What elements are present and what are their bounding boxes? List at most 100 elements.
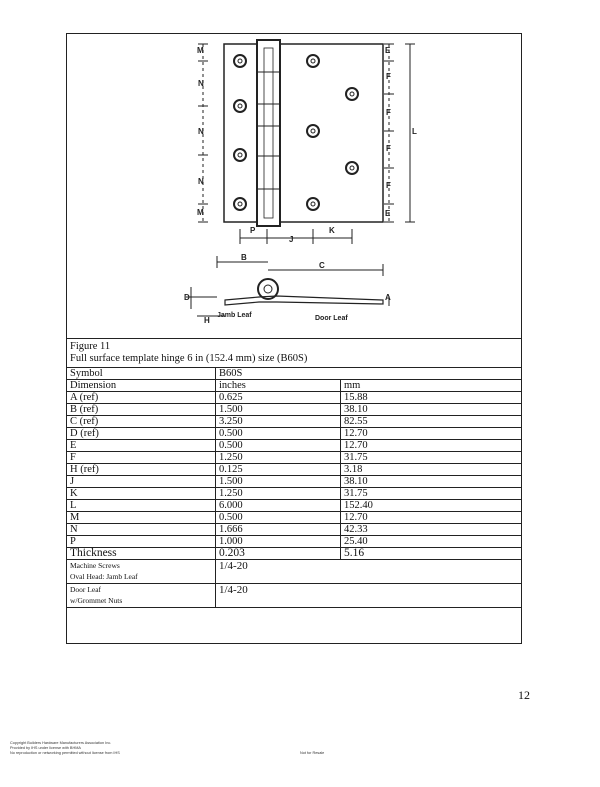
table-cell-inches: 1.500 <box>215 403 341 416</box>
dim-label-j: J <box>289 235 293 244</box>
table-cell-label: C (ref) <box>67 415 216 428</box>
hinge-drawing: M N N N M E F F F F E L P J K B C D H A <box>184 39 417 325</box>
table-cell-inches: 1.250 <box>215 487 341 500</box>
door-holes <box>306 54 359 211</box>
table-cell-inches: 0.500 <box>215 511 341 524</box>
table-cell-mm: 12.70 <box>340 511 521 524</box>
footer-not-for-resale: Not for Resale <box>300 751 325 755</box>
table-cell-inches: 6.000 <box>215 499 341 512</box>
footer-line-3: No reproduction or networking permitted … <box>10 751 120 755</box>
table-cell-mm: 42.33 <box>340 523 521 536</box>
table-cell-mm: 31.75 <box>340 487 521 500</box>
table-cell-mm: 3.18 <box>340 463 521 476</box>
table-cell-label: K <box>67 487 216 500</box>
dim-label-b: B <box>241 253 247 262</box>
jamb-leaf-label: Jamb Leaf <box>217 312 252 319</box>
table-cell-inches: 1.000 <box>215 535 341 548</box>
table-cell-label: J <box>67 475 216 488</box>
dim-label-n-3: N <box>198 177 204 186</box>
table-cell-mm: 15.88 <box>340 391 521 404</box>
footer-line-2: Provided by IHS under license with BHMA <box>10 746 81 750</box>
door-leaf-label-cell: Door Leaf w/Grommet Nuts <box>67 583 216 608</box>
door-leaf-plate <box>279 43 384 223</box>
table-cell-label: H (ref) <box>67 463 216 476</box>
dim-label-n-2: N <box>198 127 204 136</box>
screws-value: 1/4-20 <box>215 559 521 584</box>
hinge-figure: M N N N M E F F F F E L P J K B C D H A <box>67 34 521 339</box>
table-cell-inches: 1.666 <box>215 523 341 536</box>
dim-label-e-top: E <box>385 46 391 55</box>
table-cell-label: D (ref) <box>67 427 216 440</box>
footer-line-1: Copyright Builders Hardware Manufacturer… <box>10 741 112 745</box>
dim-label-c: C <box>319 261 325 270</box>
inches-header: inches <box>215 379 341 392</box>
dim-label-f-4: F <box>386 181 391 190</box>
table-cell-inches: 0.500 <box>215 427 341 440</box>
door-line-2: w/Grommet Nuts <box>70 596 123 605</box>
screws-line-1: Machine Screws <box>70 561 120 570</box>
dim-label-e-bottom: E <box>385 209 391 218</box>
table-cell-mm: 25.40 <box>340 535 521 548</box>
mm-header: mm <box>340 379 521 392</box>
page-number: 12 <box>518 688 530 702</box>
symbol-row: Symbol B60S <box>67 367 521 380</box>
dim-label-k: K <box>329 226 335 235</box>
caption-line-2: Full surface template hinge 6 in (152.4 … <box>70 353 308 364</box>
symbol-value: B60S <box>215 367 521 380</box>
dim-label-a: A <box>385 293 391 302</box>
hinge-barrel <box>256 39 281 227</box>
table-cell-label: P <box>67 535 216 548</box>
table-cell-inches: 0.625 <box>215 391 341 404</box>
symbol-header: Symbol <box>67 367 216 380</box>
barrel-side-view <box>257 278 279 300</box>
dimension-table: Symbol B60S Dimension inches mm A (ref)0… <box>67 367 521 608</box>
table-cell-label: E <box>67 439 216 452</box>
jamb-holes <box>233 54 247 211</box>
table-cell-inches: 1.250 <box>215 451 341 464</box>
table-cell-inches: 1.500 <box>215 475 341 488</box>
table-cell-label: B (ref) <box>67 403 216 416</box>
table-cell-label: N <box>67 523 216 536</box>
dim-label-f-3: F <box>386 144 391 153</box>
table-cell-mm: 38.10 <box>340 475 521 488</box>
door-leaf-row: Door Leaf w/Grommet Nuts 1/4-20 <box>67 583 521 608</box>
dim-label-n-1: N <box>198 79 204 88</box>
dim-label-p: P <box>250 226 256 235</box>
table-cell-mm: 82.55 <box>340 415 521 428</box>
door-leaf-value: 1/4-20 <box>215 583 521 608</box>
table-cell-mm: 12.70 <box>340 439 521 452</box>
table-cell-mm: 38.10 <box>340 403 521 416</box>
jamb-leaf-plate <box>223 43 258 223</box>
table-cell-label: A (ref) <box>67 391 216 404</box>
dim-label-m-bottom: M <box>197 208 204 217</box>
footer-copyright: Copyright Builders Hardware Manufacturer… <box>10 741 120 756</box>
screws-line-2: Oval Head: Jamb Leaf <box>70 572 138 581</box>
table-cell-inches: 0.125 <box>215 463 341 476</box>
table-cell-label: M <box>67 511 216 524</box>
table-cell-mm: 152.40 <box>340 499 521 512</box>
table-cell-label: F <box>67 451 216 464</box>
table-cell-inches: 0.203 <box>215 547 341 560</box>
door-leaf-label: Door Leaf <box>315 315 348 322</box>
dim-label-f-1: F <box>386 72 391 81</box>
table-cell-inches: 3.250 <box>215 415 341 428</box>
dim-label-f-2: F <box>386 108 391 117</box>
table-cell-mm: 12.70 <box>340 427 521 440</box>
table-cell-label: L <box>67 499 216 512</box>
dimension-header: Dimension <box>67 379 216 392</box>
door-line-1: Door Leaf <box>70 585 102 594</box>
